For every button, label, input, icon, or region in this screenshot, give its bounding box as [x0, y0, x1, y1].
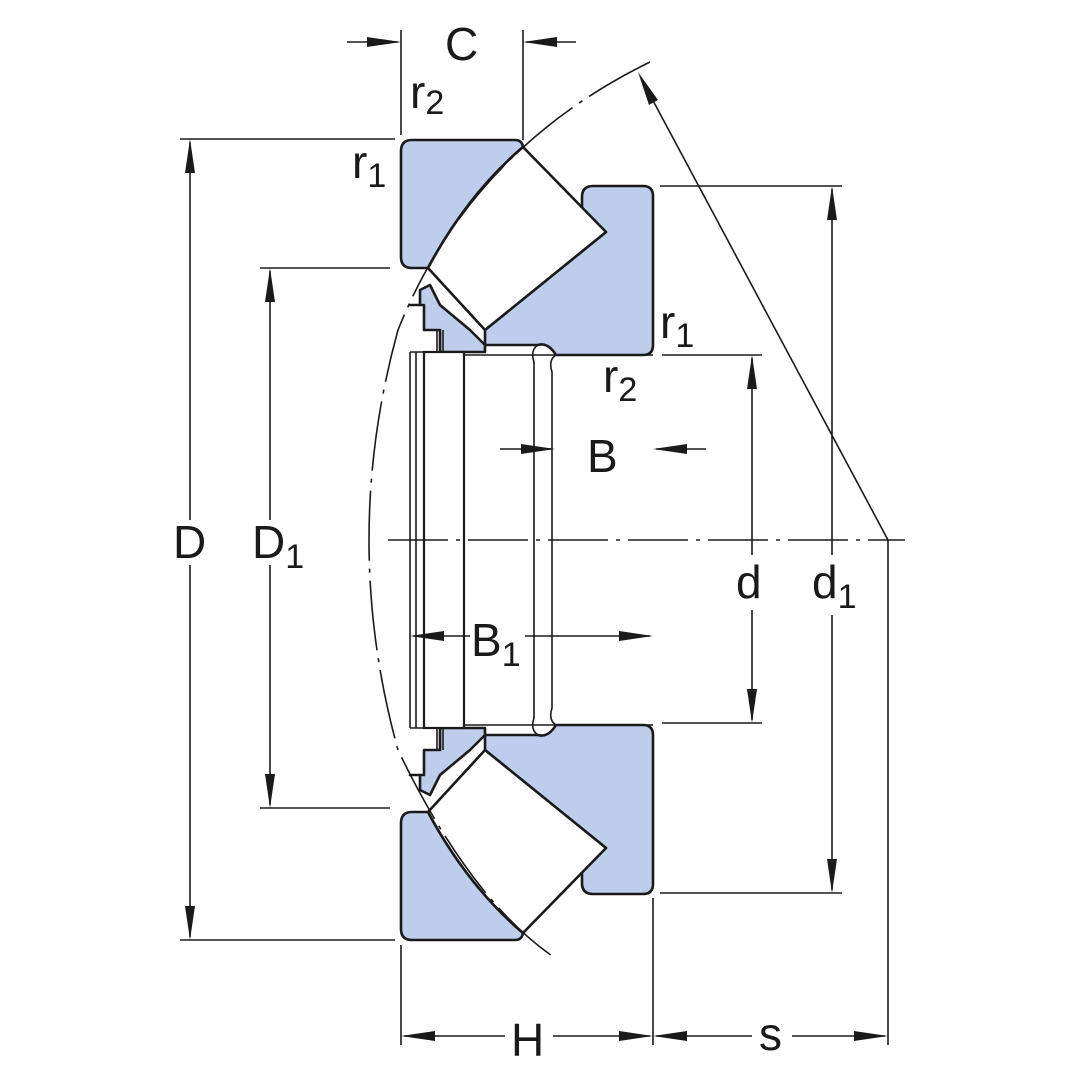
- label-r2-right: r2: [603, 350, 637, 409]
- label-r1-top: r1: [352, 136, 386, 195]
- label-B: B: [587, 430, 618, 482]
- label-r2-top: r2: [410, 66, 444, 122]
- dimension-lines: [180, 30, 889, 1045]
- label-D1: D1: [252, 516, 304, 576]
- label-B1: B1: [471, 614, 521, 674]
- label-r1-right: r1: [660, 296, 694, 355]
- raceway-arc: [368, 61, 651, 959]
- cage-bottom: [408, 726, 487, 797]
- label-s: s: [759, 1008, 782, 1060]
- label-D: D: [173, 516, 206, 568]
- dimension-labels: C r2 r1 r1 r2 B D D1 d d1 B1 H s: [173, 18, 857, 1066]
- cage-top: [408, 283, 487, 354]
- label-d: d: [736, 556, 762, 608]
- label-H: H: [511, 1014, 544, 1066]
- rivet-marks: [436, 330, 444, 750]
- label-C: C: [445, 18, 478, 70]
- label-d1: d1: [812, 556, 857, 616]
